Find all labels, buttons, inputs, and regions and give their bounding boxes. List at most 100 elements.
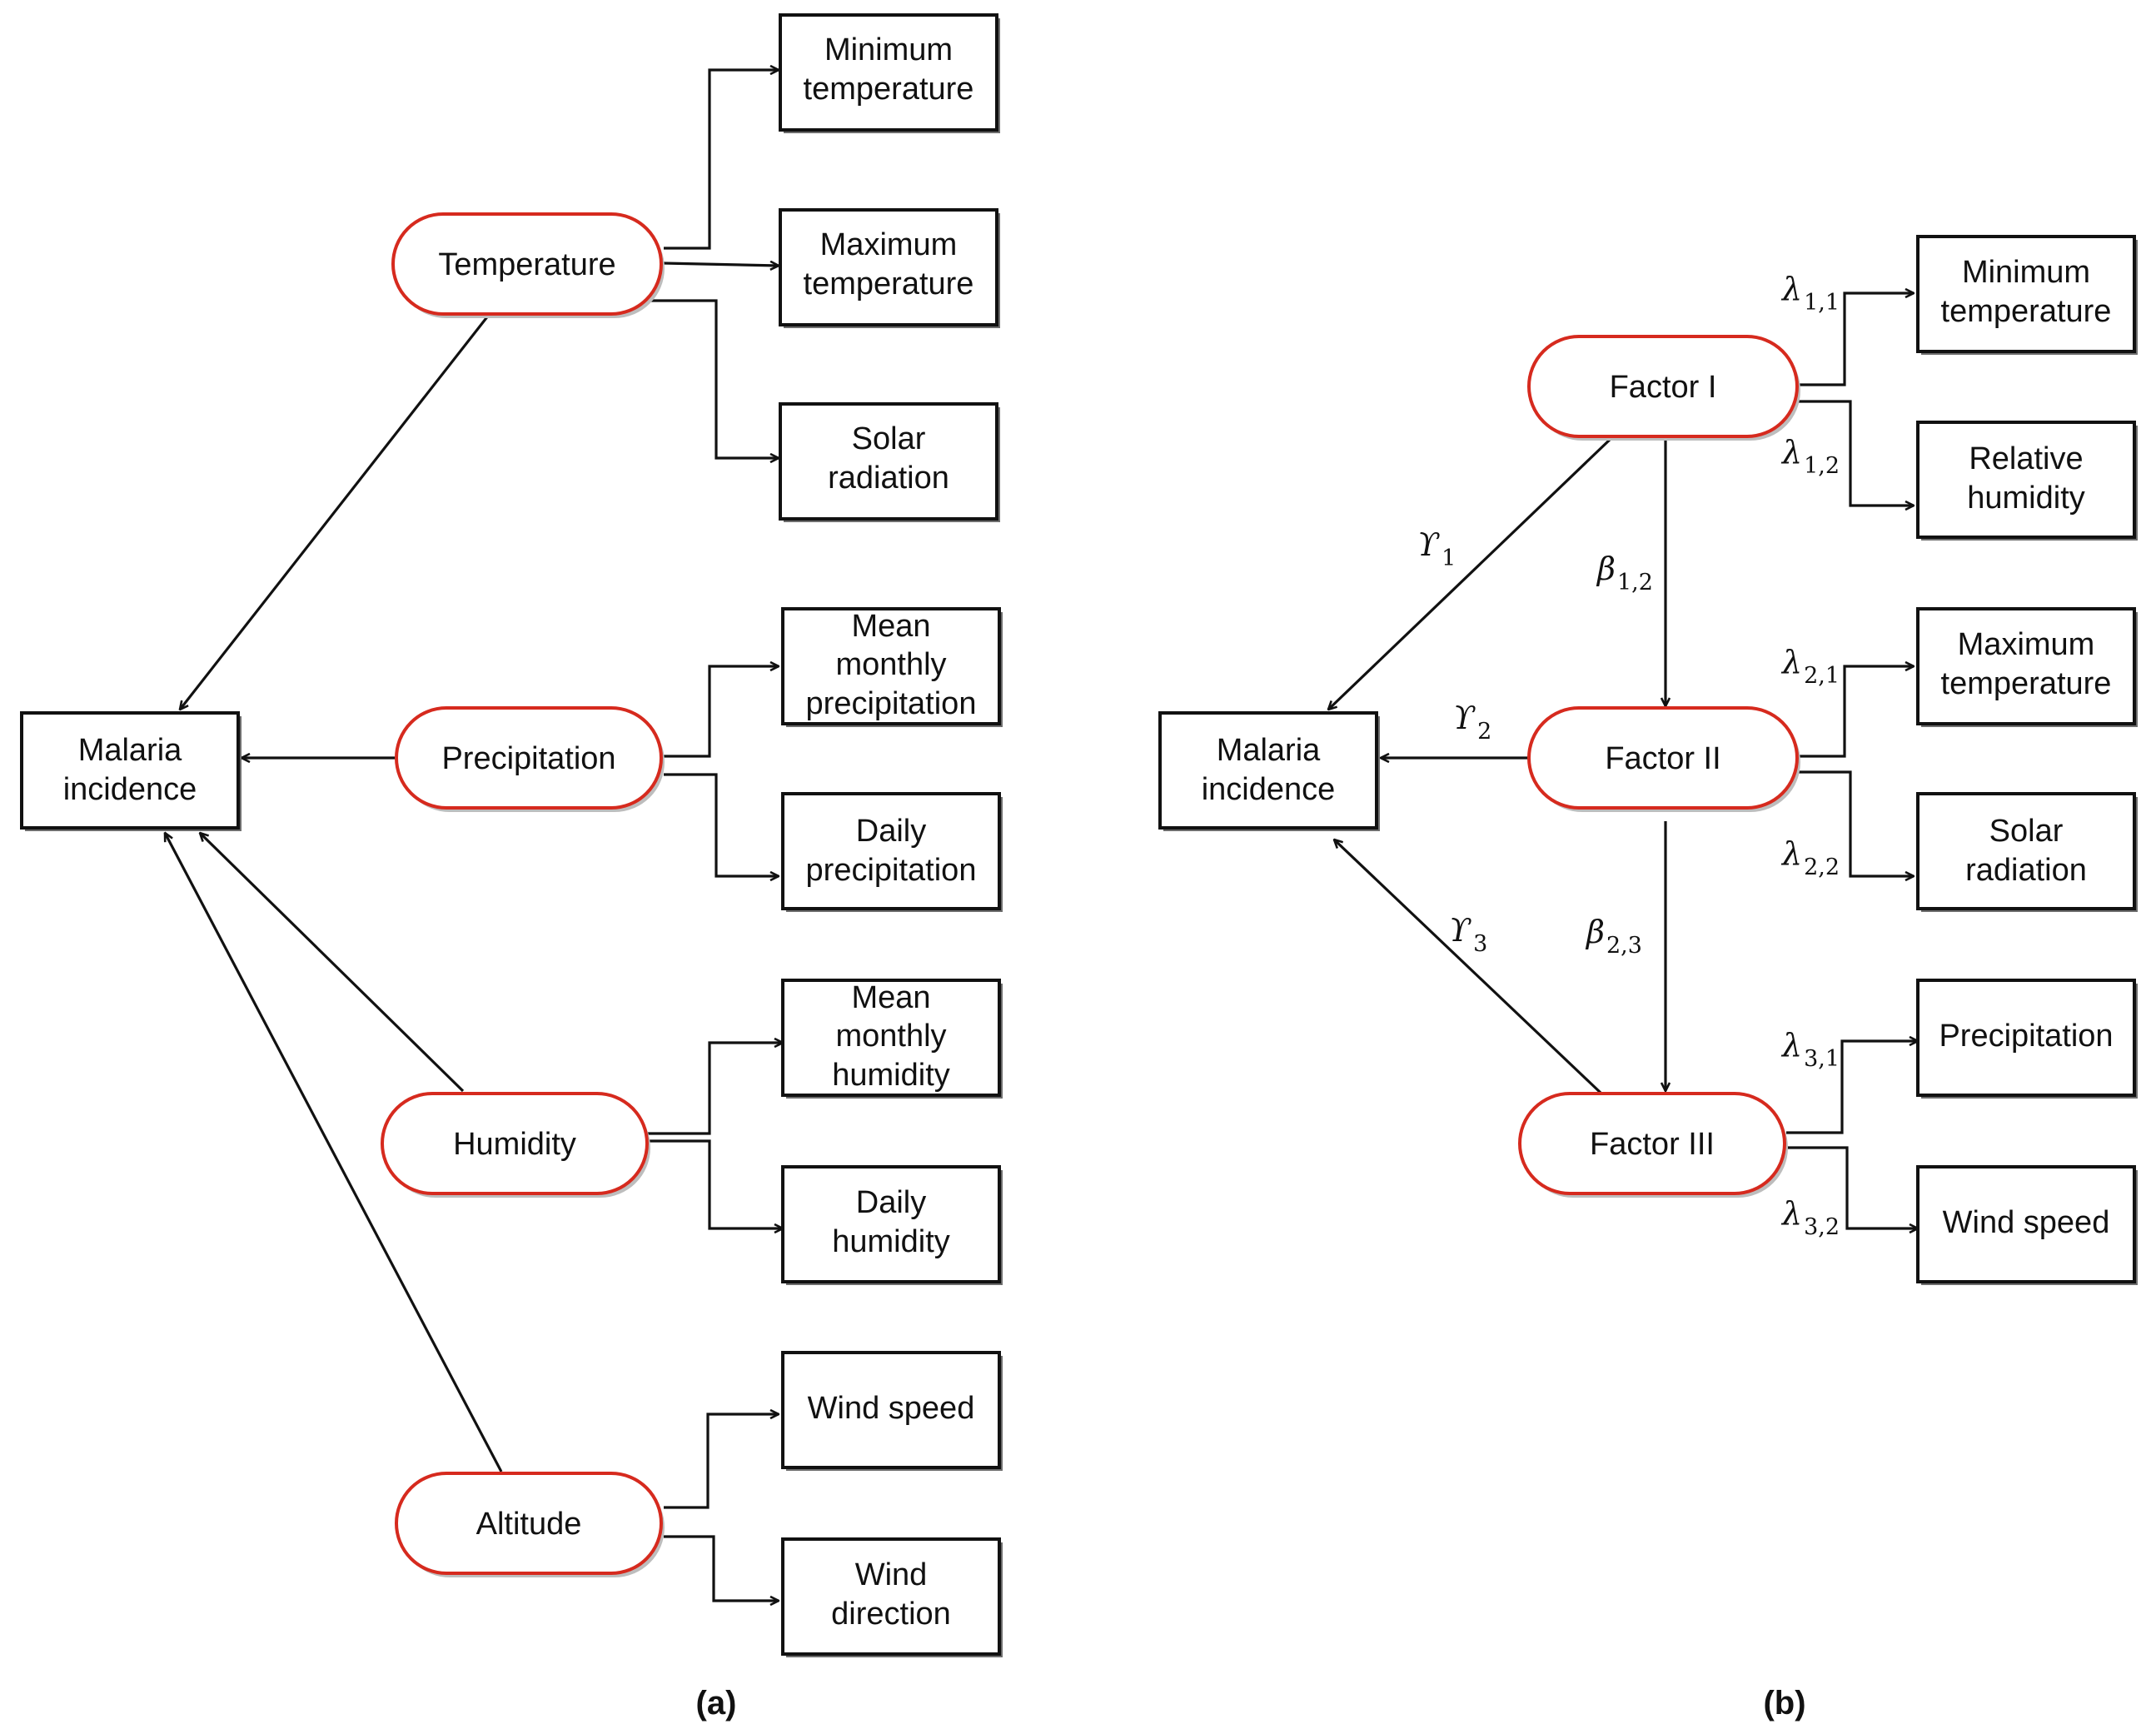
node-b-solar: Solar radiation [1916,792,2138,912]
node-a-temperature: Temperature [391,212,665,318]
node-a-min-temp-line1: Minimum [824,32,953,67]
node-b-precipitation-line1: Precipitation [1939,1019,2113,1054]
node-a-mean-precip-line2: monthly [835,647,946,682]
node-a-daily-hum-line1: Daily [856,1185,926,1220]
coef-lambda-11: λ1,1 [1780,271,1840,316]
node-a-mean-hum: Mean monthly humidity [781,979,1003,1099]
node-b-min-temp: Minimum temperature [1916,235,2138,355]
node-b-min-temp-line1: Minimum [1962,255,2090,290]
edge-f3-precip [1786,1041,1918,1134]
edge-f3-malaria [1334,840,1602,1094]
node-a-mean-precip-line3: precipitation [806,686,977,721]
node-b-max-temp-line2: temperature [1941,666,2112,701]
edge-f2-max-temp [1799,666,1914,758]
node-a-daily-precip-line1: Daily [856,814,926,849]
node-a-malaria-incidence: Malaria incidence [20,711,241,831]
node-a-wind-dir: Wind direction [781,1537,1003,1657]
node-a-mean-hum-line2: monthly [835,1019,946,1054]
node-a-altitude: Altitude [395,1472,665,1577]
node-b-max-temp-line1: Maximum [1958,627,2095,662]
node-b-malaria-incidence: Malaria incidence [1158,711,1380,831]
node-a-max-temp-line1: Maximum [820,227,958,262]
node-a-humidity-label: Humidity [453,1127,576,1162]
node-a-mean-precip: Mean monthly precipitation [781,607,1003,727]
node-b-factor-1-label: Factor I [1610,370,1717,405]
node-b-rel-hum: Relative humidity [1916,421,2138,541]
coef-lambda-22: λ2,2 [1780,835,1840,880]
coef-lambda-21: λ2,1 [1780,644,1840,689]
node-a-daily-precip: Daily precipitation [781,792,1003,912]
edge-f3-wind-speed [1786,1146,1918,1228]
coef-beta-23: β2,3 [1585,914,1642,959]
coef-beta-12: β1,2 [1596,551,1653,595]
edge-f2-solar [1799,770,1914,876]
edge-altitude-wind-dir [664,1535,779,1601]
coef-lambda-32: λ3,2 [1780,1195,1840,1240]
node-b-precipitation: Precipitation [1916,979,2138,1099]
node-a-wind-speed: Wind speed [781,1351,1003,1471]
node-b-solar-line1: Solar [1989,814,2064,849]
node-a-max-temp: Maximum temperature [779,208,1000,328]
node-a-daily-hum: Daily humidity [781,1165,1003,1285]
node-b-min-temp-line2: temperature [1941,294,2112,329]
edge-altitude-wind-speed [664,1414,779,1509]
coef-lambda-12: λ1,2 [1780,434,1840,479]
node-b-malaria-line2: incidence [1202,772,1336,807]
node-b-max-temp: Maximum temperature [1916,607,2138,727]
edge-humidity-daily-hum [648,1139,783,1228]
edge-temperature-solar [650,299,779,458]
edge-f1-rel-hum [1799,400,1914,506]
node-a-precipitation-label: Precipitation [441,741,615,776]
node-a-min-temp-line2: temperature [804,72,974,107]
node-b-wind-speed: Wind speed [1916,1165,2138,1285]
edge-humidity-malaria [200,833,465,1093]
edge-precipitation-mean-precip [664,666,779,758]
node-b-rel-hum-line2: humidity [1967,481,2085,516]
edge-temperature-min-temp [664,70,779,250]
node-a-temperature-label: Temperature [438,247,615,282]
node-a-wind-speed-line1: Wind speed [808,1391,975,1426]
edge-precipitation-daily-precip [664,773,779,876]
panel-a-nodes: Malaria incidence Temperature Precipitat… [20,13,1003,1657]
panel-a-label: (a) [696,1685,737,1722]
node-b-solar-line2: radiation [1965,853,2087,888]
edge-altitude-malaria [163,833,503,1472]
node-b-factor-2: Factor II [1527,706,1800,812]
node-a-min-temp: Minimum temperature [779,13,1000,133]
edge-humidity-mean-hum [648,1043,783,1135]
node-b-factor-2-label: Factor II [1605,741,1720,776]
panel-b-nodes: Malaria incidence Factor I Factor II Fac… [1158,235,2138,1285]
node-a-precipitation: Precipitation [395,706,665,812]
node-b-malaria-line1: Malaria [1217,733,1321,768]
panel-a-edges [163,70,783,1601]
node-a-mean-hum-line3: humidity [832,1058,950,1093]
node-a-solar-line1: Solar [852,421,926,456]
node-a-altitude-label: Altitude [476,1507,582,1542]
panel-b-label: (b) [1763,1685,1805,1722]
node-a-mean-hum-line1: Mean [851,980,930,1015]
node-a-malaria-line1: Malaria [78,733,182,768]
node-a-wind-dir-line1: Wind [855,1557,928,1592]
node-b-factor-3-label: Factor III [1590,1127,1715,1162]
node-a-mean-precip-line1: Mean [851,609,930,644]
edge-f1-malaria [1328,438,1611,710]
node-a-malaria-line2: incidence [63,772,197,807]
node-a-daily-precip-line2: precipitation [806,853,977,888]
node-a-humidity: Humidity [381,1092,650,1198]
edge-f1-min-temp [1799,293,1914,386]
node-a-daily-hum-line2: humidity [832,1224,950,1259]
coef-lambda-31: λ3,1 [1780,1027,1840,1072]
node-b-rel-hum-line1: Relative [1969,441,2083,476]
node-a-max-temp-line2: temperature [804,267,974,301]
edge-temperature-malaria [180,314,490,710]
node-b-factor-1: Factor I [1527,335,1800,441]
panel-b-edges [1328,293,1918,1228]
node-a-wind-dir-line2: direction [831,1597,951,1632]
node-b-wind-speed-line1: Wind speed [1943,1205,2110,1240]
node-a-solar-line2: radiation [828,461,949,496]
